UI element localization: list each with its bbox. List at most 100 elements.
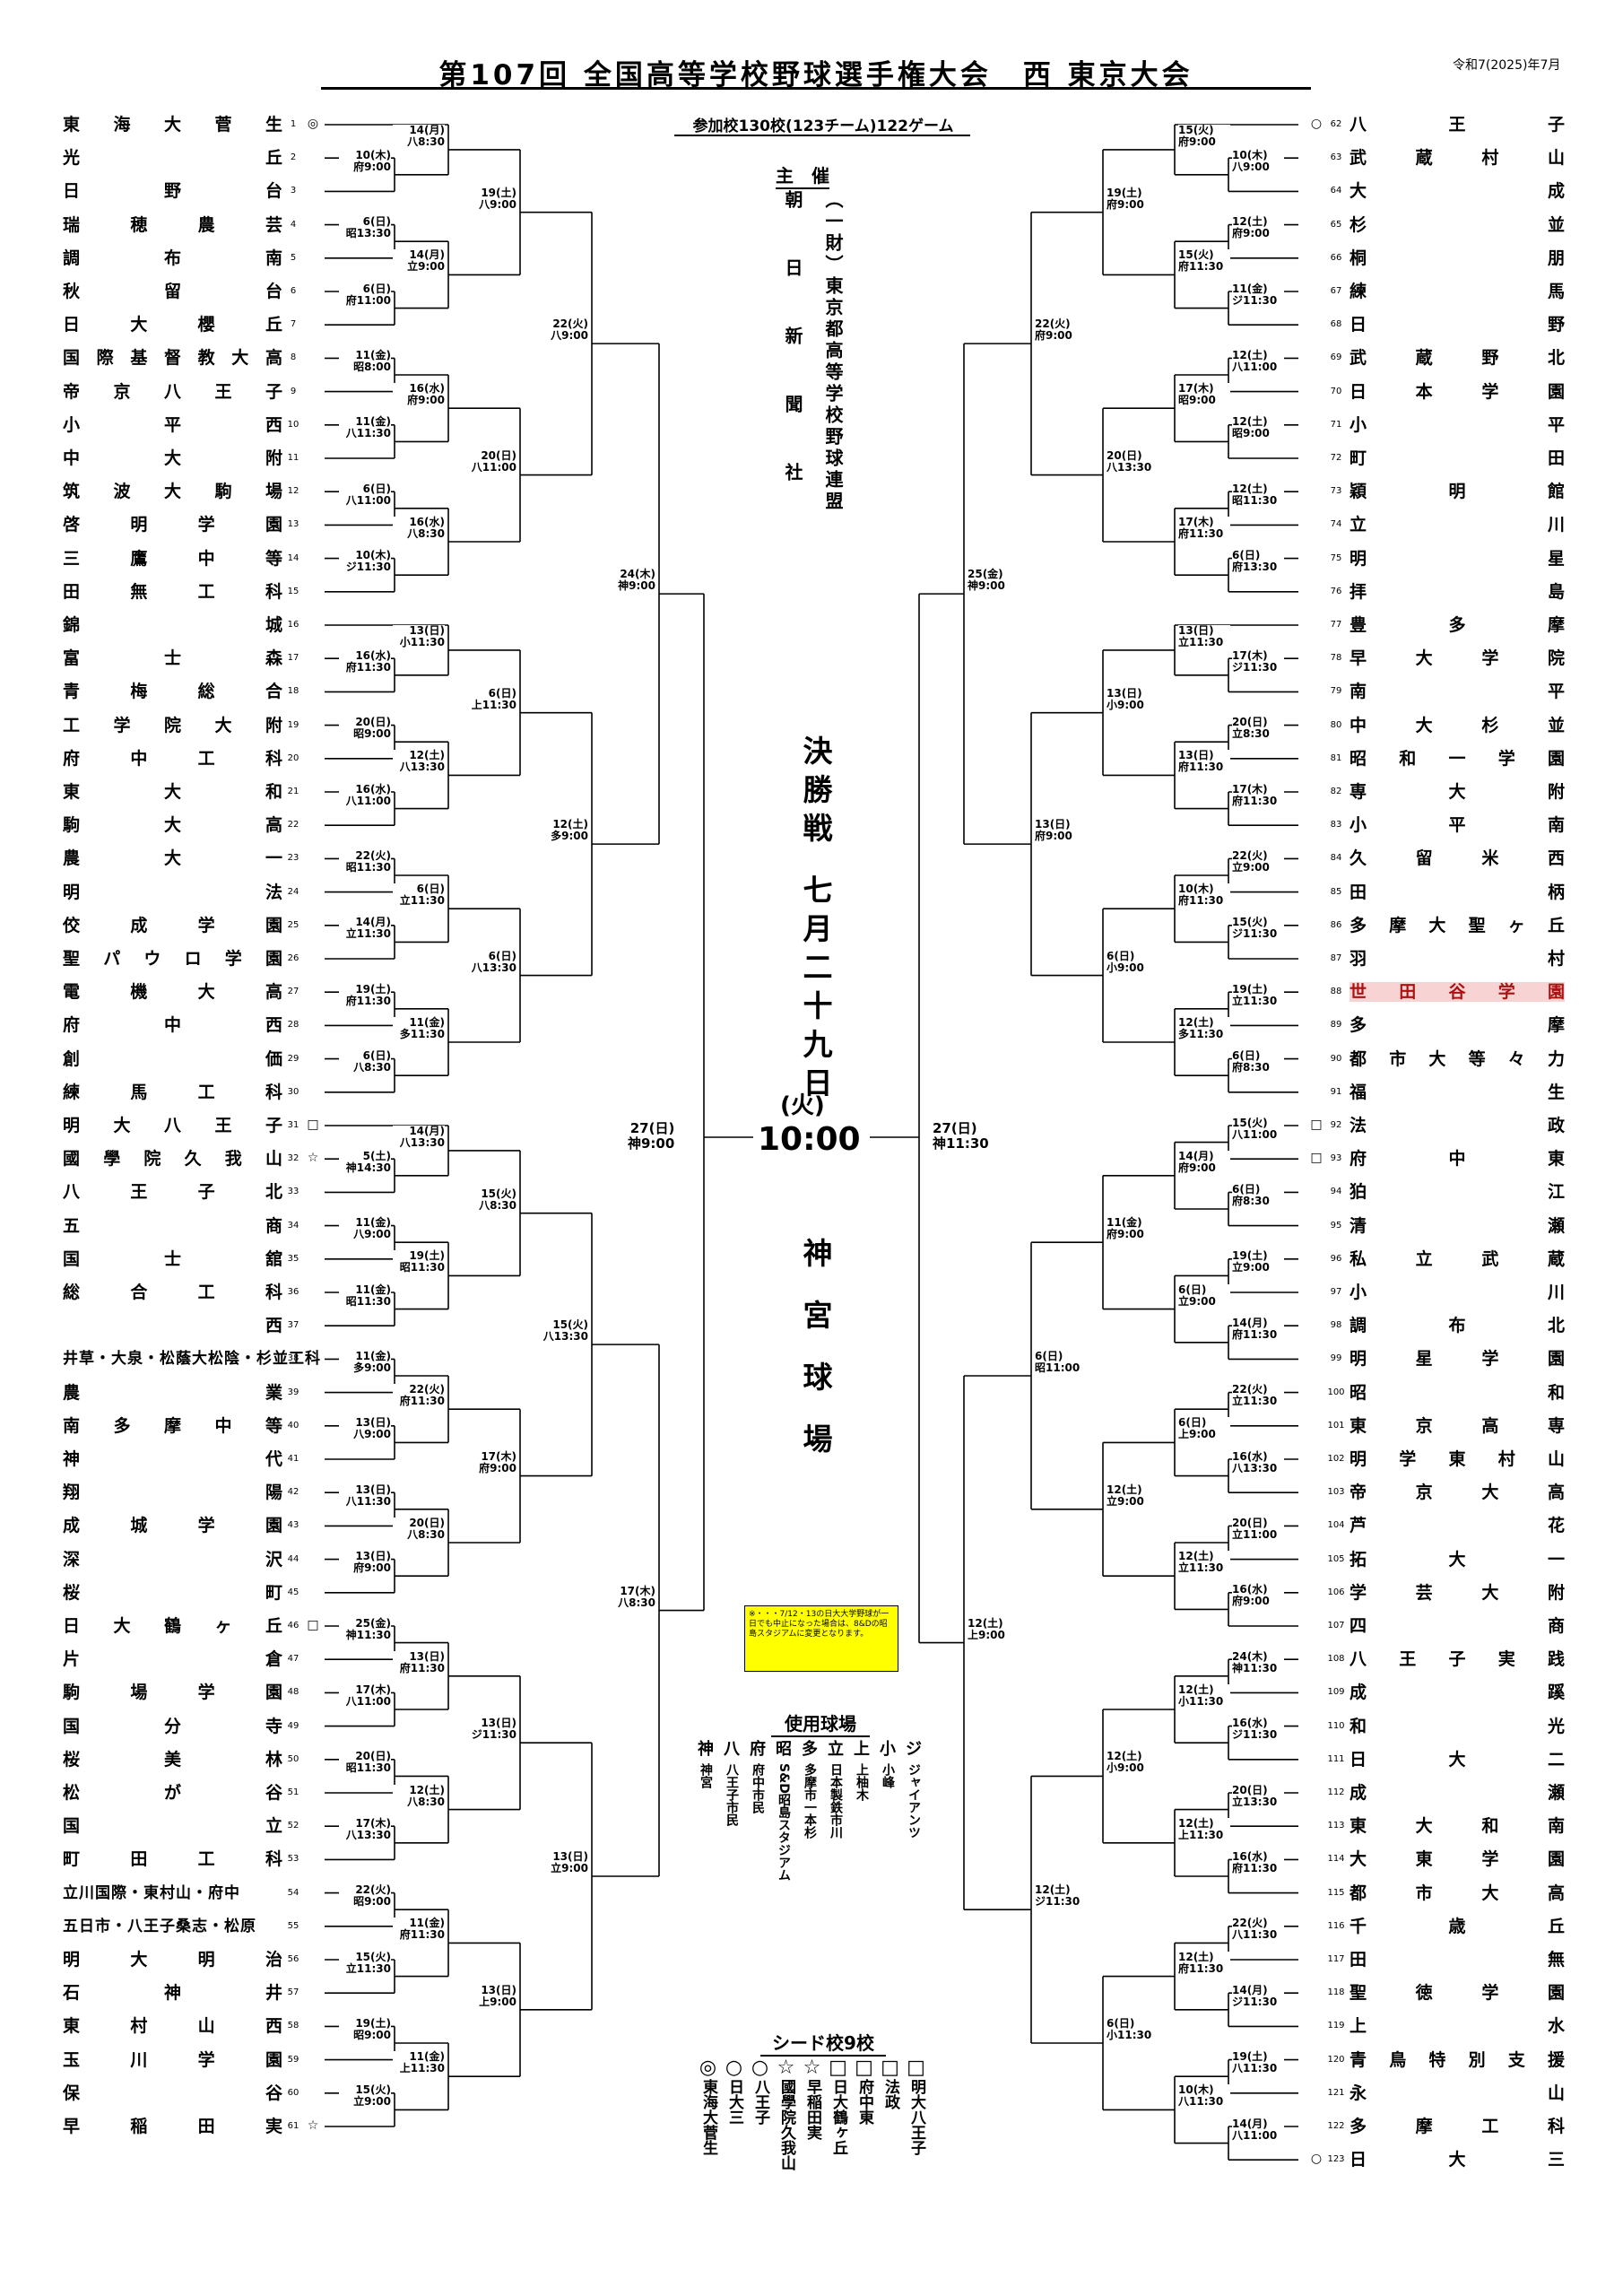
team-name-char: 実 — [265, 2117, 282, 2136]
team-row: 錦城 — [63, 615, 282, 635]
team-name-char: 大 — [113, 1116, 131, 1135]
team-name-char: 専 — [1350, 782, 1367, 802]
match-label: 17(木) 府11:30 — [1232, 783, 1284, 807]
match-label: 10(木) 八11:30 — [1178, 2084, 1230, 2109]
venue-name: S&D昭島スタジアム — [777, 1763, 791, 1882]
team-name-char: 王 — [1399, 1649, 1417, 1670]
title-underline — [321, 87, 1311, 90]
team-row: 小川 — [1350, 1283, 1565, 1302]
team-name-char: 商 — [1547, 1616, 1565, 1636]
team-name-char: 治 — [265, 1950, 282, 1970]
team-name-char: 工 — [197, 1283, 215, 1302]
team-number: 115 — [1327, 1887, 1345, 1898]
team-name-char: 水 — [1547, 2016, 1565, 2037]
team-name-char: 生 — [265, 115, 282, 135]
team-number: 4 — [290, 219, 297, 230]
team-name-char: 丘 — [265, 1616, 282, 1636]
team-name-char: 駒 — [63, 815, 81, 836]
team-number: 101 — [1327, 1420, 1345, 1431]
team-number: 105 — [1327, 1553, 1345, 1564]
team-row: 専大附 — [1350, 782, 1565, 802]
seeds-title: シード校9校 — [760, 2029, 886, 2057]
team-name-char: 瀬 — [1547, 1783, 1565, 1803]
team-number: 52 — [287, 1821, 299, 1831]
team-name-char: 明 — [1350, 548, 1367, 569]
team-name-char: 上 — [1350, 2016, 1367, 2037]
team-name-char: 田 — [1547, 448, 1565, 468]
match-label: 12(土) 府9:00 — [1232, 216, 1284, 240]
match-label: 20(日) 立8:30 — [1232, 717, 1284, 741]
participants-underline — [674, 135, 970, 136]
team-row: 田無工科 — [63, 582, 282, 602]
team-name-char: 野 — [1481, 348, 1499, 369]
team-name-char: 玉 — [63, 2049, 81, 2070]
match-label: 11(金) 多11:30 — [393, 1017, 445, 1040]
team-name-char: 日 — [1350, 381, 1367, 402]
match-label: 19(土) 立9:00 — [1232, 1250, 1284, 1274]
team-name-char: 都 — [1350, 1048, 1367, 1069]
team-name-char: 学 — [1481, 648, 1499, 669]
team-number: 38 — [287, 1353, 299, 1364]
team-name-char: 園 — [1547, 1849, 1565, 1870]
team-name-char: 台 — [265, 181, 282, 202]
seed-name: 東海大菅生 — [699, 2079, 717, 2155]
team-number: 118 — [1327, 1987, 1345, 1998]
match-label: 22(火) 八11:30 — [1232, 1918, 1284, 1942]
match-label: 6(日) 府8:30 — [1232, 1184, 1284, 1207]
seed-column: ◎東海大菅生 — [695, 2057, 721, 2156]
venue-abbr: 多 — [802, 1740, 818, 1759]
match-label: 12(土) 多11:30 — [1178, 1017, 1230, 1040]
team-name-char: が — [163, 1783, 181, 1803]
team-name-char: 田 — [63, 581, 81, 602]
match-label: 19(土) 府11:30 — [339, 983, 391, 1007]
team-name-char: 神 — [63, 1449, 81, 1469]
team-name-char: 大 — [1448, 1549, 1466, 1570]
team-row: 八王子北 — [63, 1182, 282, 1202]
team-name-char: 大 — [163, 782, 181, 802]
team-name-char: 大 — [1350, 181, 1367, 202]
venue-abbr: 立 — [828, 1740, 844, 1759]
seed-column: □明大八王子 — [903, 2057, 929, 2156]
team-name-char: ヶ — [1507, 915, 1525, 935]
team-row: 練馬 — [1350, 282, 1565, 301]
team-name-char: 商 — [265, 1215, 282, 1236]
team-number: 106 — [1327, 1587, 1345, 1597]
team-name-char: 附 — [265, 448, 282, 468]
seed-column: □法政 — [877, 2057, 903, 2110]
match-label: 10(木) 府11:30 — [1178, 883, 1230, 908]
team-row: 小平 — [1350, 415, 1565, 435]
match-label: 6(日) 八13:30 — [464, 950, 516, 974]
team-name-char: 院 — [163, 715, 181, 735]
team-name-char: 帝 — [1350, 1483, 1367, 1503]
team-name-char: 丘 — [265, 148, 282, 169]
team-name-char: 大 — [130, 315, 148, 335]
team-row: 小平南 — [1350, 815, 1565, 835]
team-name-char: 永 — [1350, 2083, 1367, 2103]
team-number: 67 — [1330, 286, 1342, 296]
seed-mark: □ — [1310, 1118, 1323, 1132]
final-venue: 神宮球場 — [798, 1238, 833, 1485]
team-number: 21 — [287, 787, 299, 796]
team-name-char: 菅 — [214, 115, 232, 135]
team-row: 農大一 — [63, 848, 282, 868]
final-date: 七月二十九日 — [798, 874, 833, 1106]
team-number: 49 — [287, 1720, 299, 1731]
note-box: ※・・・7/12・13の日大大学野球が一日でも中止になった場合は、8&Dの昭島ス… — [744, 1605, 898, 1672]
team-name-char: 園 — [1547, 1983, 1565, 2004]
team-name-char: 院 — [143, 1149, 161, 1170]
seed-mark: ☆ — [777, 2057, 795, 2079]
team-name-char: 附 — [265, 715, 282, 735]
team-name-char: 蔵 — [1547, 1248, 1565, 1269]
team-name-char: 瑞 — [63, 214, 81, 235]
team-name-char: 拓 — [1350, 1549, 1367, 1570]
team-name-char: 院 — [1547, 648, 1565, 669]
final-left-label: 27(日) 神9:00 — [628, 1120, 675, 1152]
team-name-char: 大 — [1448, 1749, 1466, 1770]
team-name-char: 学 — [1481, 1349, 1499, 1370]
team-row: 清瀬 — [1350, 1216, 1565, 1236]
team-number: 102 — [1327, 1454, 1345, 1464]
team-number: 30 — [287, 1086, 299, 1097]
team-row: 明大明治 — [63, 1950, 282, 1970]
team-name-char: 大 — [163, 448, 181, 468]
team-name-char: 平 — [1547, 414, 1565, 435]
